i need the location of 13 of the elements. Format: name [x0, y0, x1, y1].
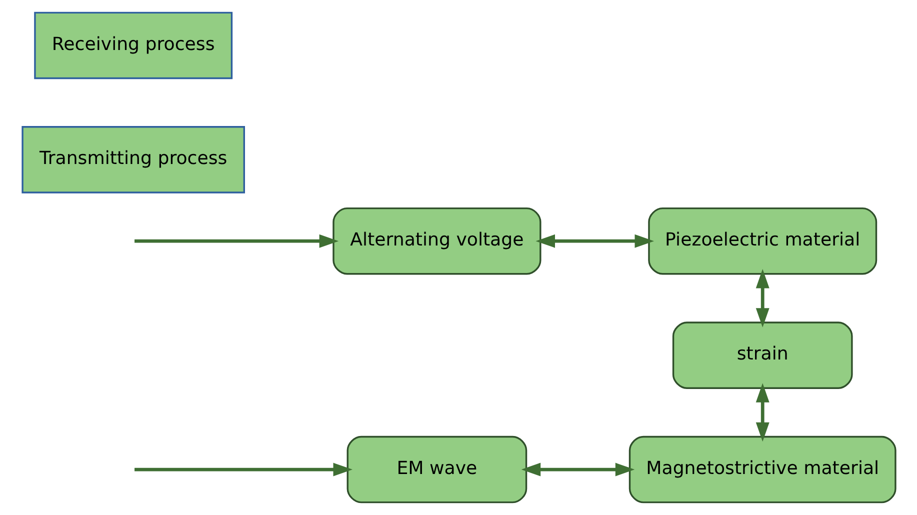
- node-box: strain: [672, 322, 852, 389]
- node-box: Magnetostrictive material: [628, 436, 896, 504]
- arrow: [520, 462, 634, 476]
- node-box: Alternating voltage: [332, 207, 541, 275]
- arrow: [535, 234, 654, 248]
- arrow: [755, 383, 769, 442]
- node-box: Receiving process: [34, 12, 232, 80]
- arrow: [134, 462, 352, 476]
- node-box: EM wave: [346, 436, 527, 504]
- node-box: Transmitting process: [21, 126, 244, 194]
- arrow: [755, 268, 769, 328]
- node-box: Piezoelectric material: [648, 207, 877, 275]
- arrow: [134, 234, 338, 248]
